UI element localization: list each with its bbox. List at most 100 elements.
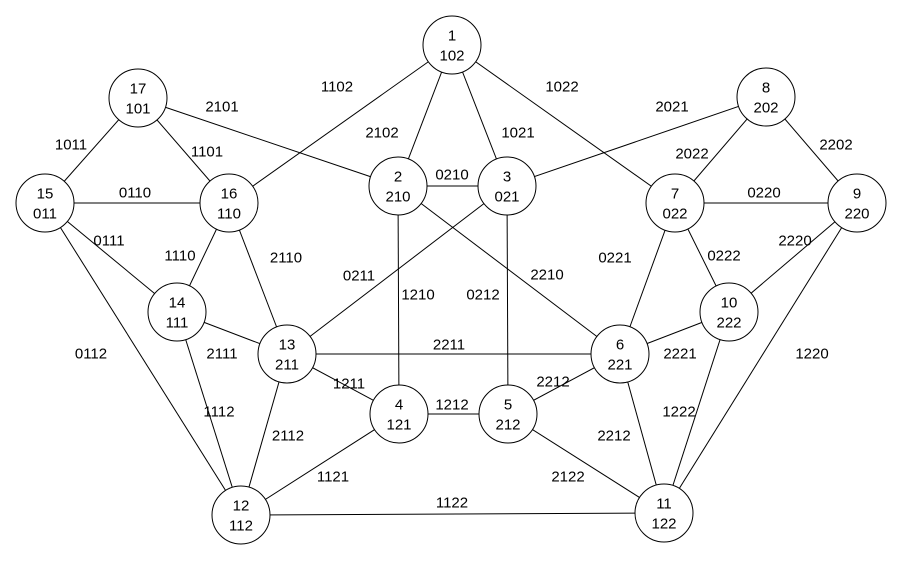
edge-label-8-9: 2202 [819,137,852,154]
edge-label-16-13: 2110 [270,250,302,267]
node-number-13: 13 [279,337,296,354]
node-code-3: 021 [494,189,519,206]
edge-label-15-14: 0111 [93,233,124,250]
node-code-15: 011 [33,206,57,223]
node-code-6: 221 [607,357,632,374]
node-number-12: 12 [233,498,250,515]
edge-label-1-3: 1021 [501,125,534,142]
edge-label-14-13: 2111 [206,346,237,363]
edge-label-9-11: 1220 [795,346,828,363]
node-number-15: 15 [37,186,54,203]
node-code-4: 121 [386,417,411,434]
node-code-11: 122 [651,516,676,533]
edge-label-13-12: 2112 [272,428,304,445]
edge-label-5-11: 2122 [551,469,584,486]
node-code-8: 202 [753,100,778,117]
node-code-7: 022 [662,206,687,223]
node-circle-3 [477,156,537,216]
edge-label-7-6: 0221 [598,250,631,267]
node-circle-10 [699,282,759,342]
edge-label-1-16: 1102 [321,79,353,96]
node-code-2: 210 [385,189,410,206]
node-number-4: 4 [395,397,403,414]
node-circle-15 [15,173,75,233]
edge-label-14-12: 1112 [203,404,234,421]
node-code-17: 101 [125,101,150,118]
edge-3-13 [286,185,508,355]
edge-label-10-6: 2221 [663,346,696,363]
node-number-10: 10 [721,295,738,312]
nodes-layer: 1102221030214121521262217022820292201022… [15,15,887,545]
node-circle-17 [108,68,168,128]
node-number-3: 3 [503,169,511,186]
node-number-7: 7 [671,186,679,203]
edge-3-8 [506,96,767,187]
node-circle-12 [211,485,271,545]
edge-17-2 [137,97,399,187]
node-circle-9 [827,173,887,233]
node-circle-7 [645,173,705,233]
edge-label-2-3: 0210 [435,167,468,184]
edge-1-7 [451,44,676,204]
node-code-1: 102 [439,48,464,65]
edge-label-17-2: 2101 [205,99,238,116]
node-code-16: 110 [217,206,241,223]
edge-label-7-10: 0222 [707,248,740,265]
edge-label-15-16: 0110 [119,185,151,202]
edge-5-11 [507,413,665,514]
node-circle-14 [147,282,207,342]
edge-label-5-6: 2212 [536,374,569,391]
edge-10-11 [663,311,730,514]
edge-1-16 [228,44,453,204]
node-number-11: 11 [656,496,672,513]
edge-label-1-7: 1022 [545,79,578,96]
node-circle-13 [257,324,317,384]
node-circle-16 [199,173,259,233]
edge-label-17-16: 1101 [191,144,223,161]
node-number-2: 2 [394,169,402,186]
node-number-8: 8 [762,80,770,97]
edge-label-13-6: 2211 [433,337,465,354]
node-circle-11 [634,483,694,543]
node-number-14: 14 [169,295,186,312]
node-circle-8 [736,67,796,127]
node-number-5: 5 [504,397,512,414]
node-code-12: 112 [229,518,253,535]
node-2: 2210 [368,156,428,216]
edge-14-12 [176,311,242,516]
edge-label-2-6: 2210 [530,267,563,284]
edge-label-3-13: 0211 [343,268,375,285]
edge-2-6 [397,185,621,355]
edge-label-4-12: 1121 [317,469,349,486]
edge-3-5 [506,185,509,415]
edge-4-12 [240,413,400,516]
edge-label-3-5: 0212 [466,287,499,304]
node-code-10: 222 [716,315,741,332]
node-code-13: 211 [275,357,299,374]
edge-9-11 [663,202,858,514]
node-number-17: 17 [130,81,147,98]
edge-label-3-8: 2021 [655,99,688,116]
node-circle-5 [478,384,538,444]
edge-label-13-4: 1211 [333,376,365,393]
node-number-1: 1 [448,28,456,45]
edge-15-12 [44,202,242,516]
node-circle-2 [368,156,428,216]
edge-label-10-11: 1222 [662,404,695,421]
edge-label-4-5: 1212 [435,397,468,414]
node-number-6: 6 [616,337,624,354]
